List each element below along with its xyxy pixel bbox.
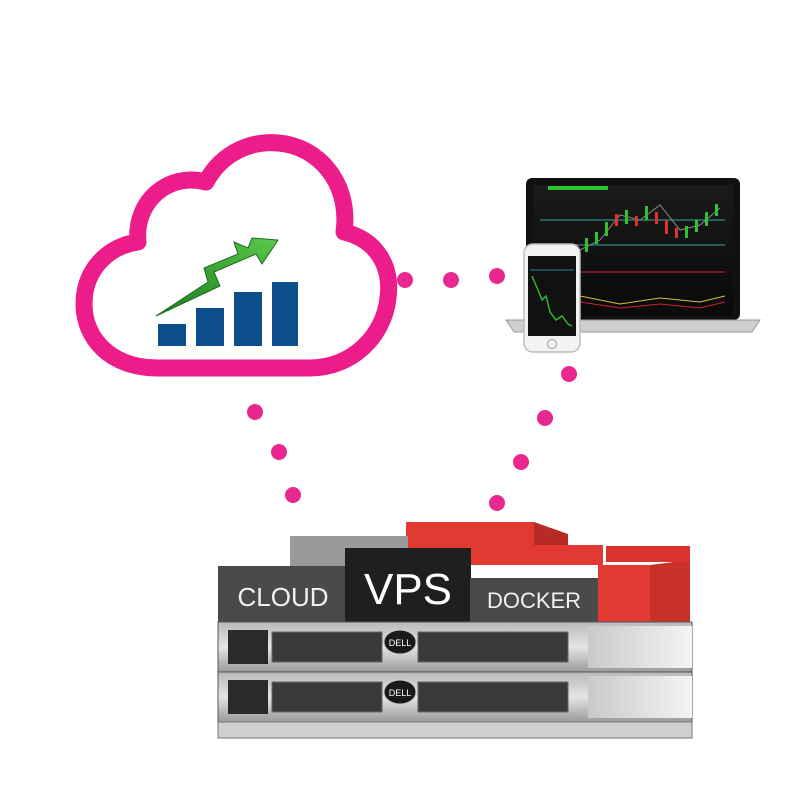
bar-chart [158,282,298,346]
dell-badge [383,629,417,655]
dot [285,487,301,503]
dell-logo: DELL [389,638,412,648]
red-block-side [534,522,568,545]
dell-logo: DELL [389,688,412,698]
phone-screen [528,256,576,336]
docker-label: DOCKER [487,588,581,613]
rack-unit [217,621,693,673]
vps-block [345,548,471,622]
dot [443,272,459,288]
docker-block [470,578,598,622]
dot [489,495,505,511]
cloud-outline [75,134,398,377]
vps-label: VPS [364,565,452,614]
growth-arrow-icon [155,237,279,317]
dot [489,268,505,284]
chart-bar [158,324,186,346]
dot [397,272,413,288]
dot [561,366,577,382]
dell-badge [383,679,417,705]
red-block-top [606,546,690,562]
red-block-right [598,565,650,628]
phone-home-button [547,339,557,349]
cloud-growth-chart-icon [75,134,398,377]
chart-bar [234,292,262,346]
dot [537,410,553,426]
cloud-block [218,566,348,622]
red-block-right-side [650,560,690,630]
dot [247,404,263,420]
dot [513,454,529,470]
laptop-and-phone-trading-chart-icon [505,178,761,353]
dot [271,444,287,460]
rack-server-icon: CLOUD VPS DOCKER DELL DELL [217,522,693,739]
rack-base [217,721,693,739]
chart-bar [272,282,298,346]
cloud-label: CLOUD [237,582,328,612]
rack-unit [217,671,693,723]
connection-dots [247,268,577,511]
chart-bar [196,308,224,346]
